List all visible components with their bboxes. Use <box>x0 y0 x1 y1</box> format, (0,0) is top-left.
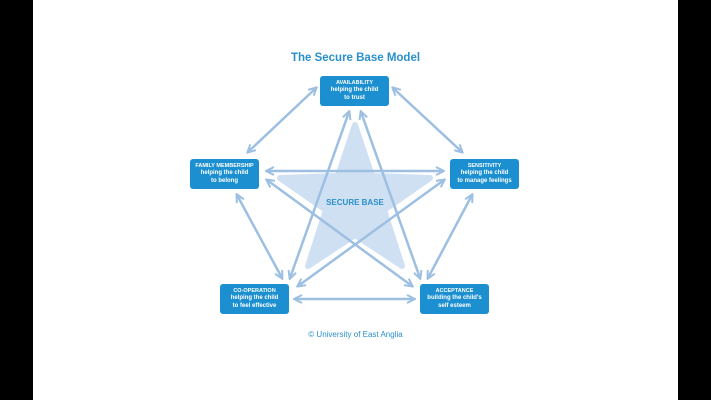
node-line1: helping the child <box>230 295 279 302</box>
node-heading: CO-OPERATION <box>233 287 276 294</box>
node-line2: to trust <box>344 94 365 101</box>
arrow-sensitivity-acceptance <box>428 195 472 278</box>
node-heading: AVAILABILITY <box>335 79 374 86</box>
node-line2: to belong <box>211 177 238 184</box>
node-line1: helping the child <box>200 170 249 177</box>
node-heading: SENSITIVITY <box>467 162 502 169</box>
node-line1: building the child's <box>427 295 482 302</box>
secure-base-label: SECURE BASE <box>326 198 384 207</box>
arrow-sensitivity-cooperation <box>298 180 444 286</box>
node-line2: to feel effective <box>232 302 277 309</box>
arrow-availability-family <box>248 88 316 152</box>
node-line1: helping the child <box>460 170 509 177</box>
arrow-family-cooperation <box>237 195 282 278</box>
copyright-text: © University of East Anglia <box>308 330 403 339</box>
node-line2: to manage feelings <box>457 177 512 184</box>
diagram-title: The Secure Base Model <box>290 52 421 64</box>
arrow-availability-sensitivity <box>393 88 462 152</box>
node-heading: FAMILY MEMBERSHIP <box>195 162 254 169</box>
node-heading: ACCEPTANCE <box>435 287 474 294</box>
node-line1: helping the child <box>330 87 379 94</box>
node-line2: self esteem <box>438 302 471 309</box>
